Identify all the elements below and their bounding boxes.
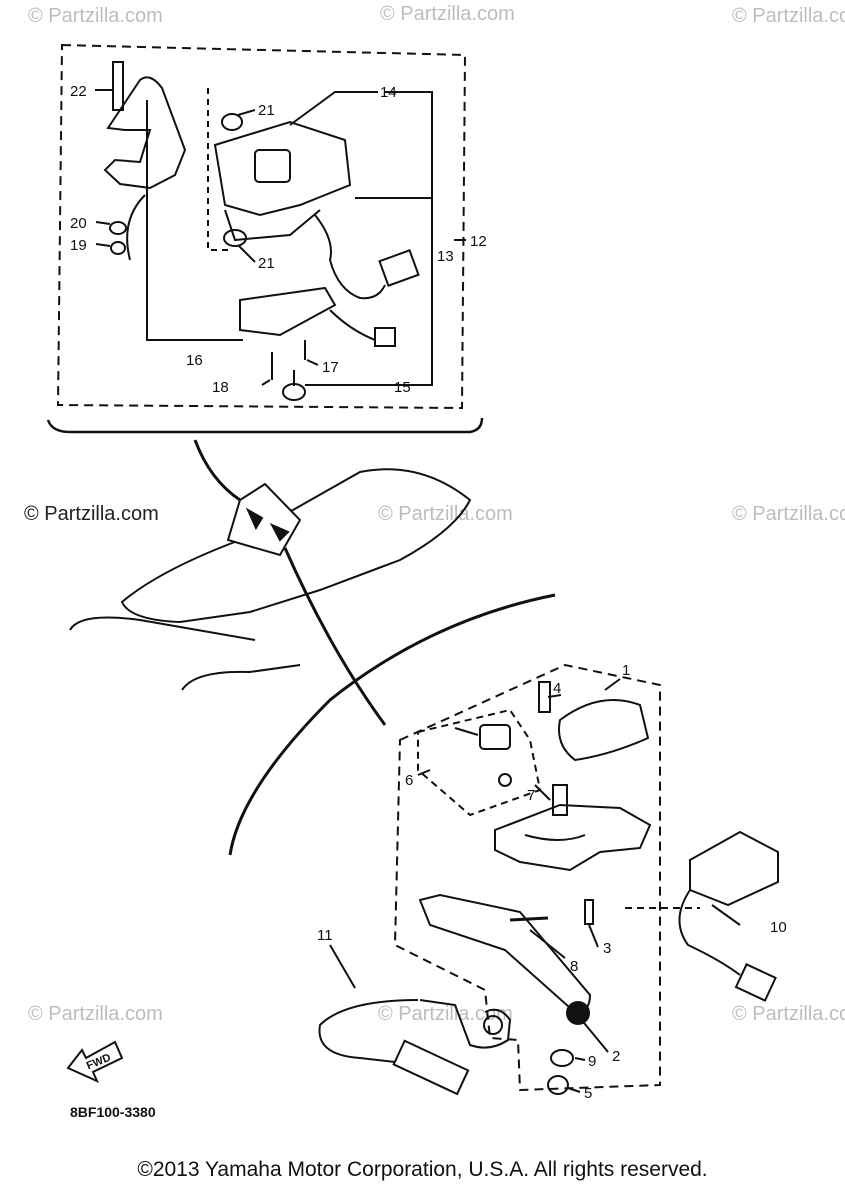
inset-dashed-border <box>56 43 467 410</box>
snowmobile-outline <box>69 439 556 856</box>
watermark-top-right: © Partzilla.com <box>732 5 845 27</box>
inset-bracket <box>46 417 484 434</box>
inset-assembly-12 <box>46 43 484 434</box>
callout-13: 13 <box>437 248 454 265</box>
watermark-right-mid: © Partzilla.com <box>732 503 845 525</box>
callout-labels: 22 21 14 20 19 21 13 12 16 17 18 15 1 4 … <box>70 83 787 1102</box>
assembly-dashed-border <box>393 663 661 1092</box>
callout-4: 4 <box>553 680 561 697</box>
callout-16: 16 <box>186 352 203 369</box>
callout-7: 7 <box>527 787 535 804</box>
fwd-arrow-icon: FWD <box>66 1040 124 1083</box>
callout-5: 5 <box>584 1085 592 1102</box>
callout-2: 2 <box>612 1048 620 1065</box>
callout-15: 15 <box>394 379 411 396</box>
callout-9: 9 <box>588 1053 596 1070</box>
copyright-notice: ©2013 Yamaha Motor Corporation, U.S.A. A… <box>137 1158 708 1181</box>
callout-1: 1 <box>622 662 630 679</box>
callout-21-top: 21 <box>258 102 275 119</box>
watermark-top-left: © Partzilla.com <box>28 5 163 27</box>
diagram-code: 8BF100-3380 <box>70 1104 156 1120</box>
callout-19: 19 <box>70 237 87 254</box>
watermark-center-mid: © Partzilla.com <box>378 503 513 525</box>
watermark-left-mid: © Partzilla.com <box>24 503 159 525</box>
watermark-bottom-left: © Partzilla.com <box>28 1003 163 1025</box>
throttle-assembly-1 <box>318 663 779 1096</box>
switch-cover-14-shape <box>213 120 352 217</box>
callout-10: 10 <box>770 919 787 936</box>
callout-8: 8 <box>570 958 578 975</box>
callout-12: 12 <box>470 233 487 250</box>
callout-11: 11 <box>317 927 333 944</box>
collar-7-shape <box>552 784 568 816</box>
callout-14: 14 <box>380 84 397 101</box>
callout-6: 6 <box>405 772 413 789</box>
callout-18: 18 <box>212 379 229 396</box>
watermark-bottom-center: © Partzilla.com <box>378 1003 513 1025</box>
callout-21-bottom: 21 <box>258 255 275 272</box>
watermark-top-center: © Partzilla.com <box>380 3 515 25</box>
callout-3: 3 <box>603 940 611 957</box>
watermark-bottom-right: © Partzilla.com <box>732 1003 845 1025</box>
callout-20: 20 <box>70 215 87 232</box>
callout-22: 22 <box>70 83 87 100</box>
callout-17: 17 <box>322 359 339 376</box>
bolt-22-shape <box>112 61 124 111</box>
bracket-16-shape <box>103 76 187 190</box>
